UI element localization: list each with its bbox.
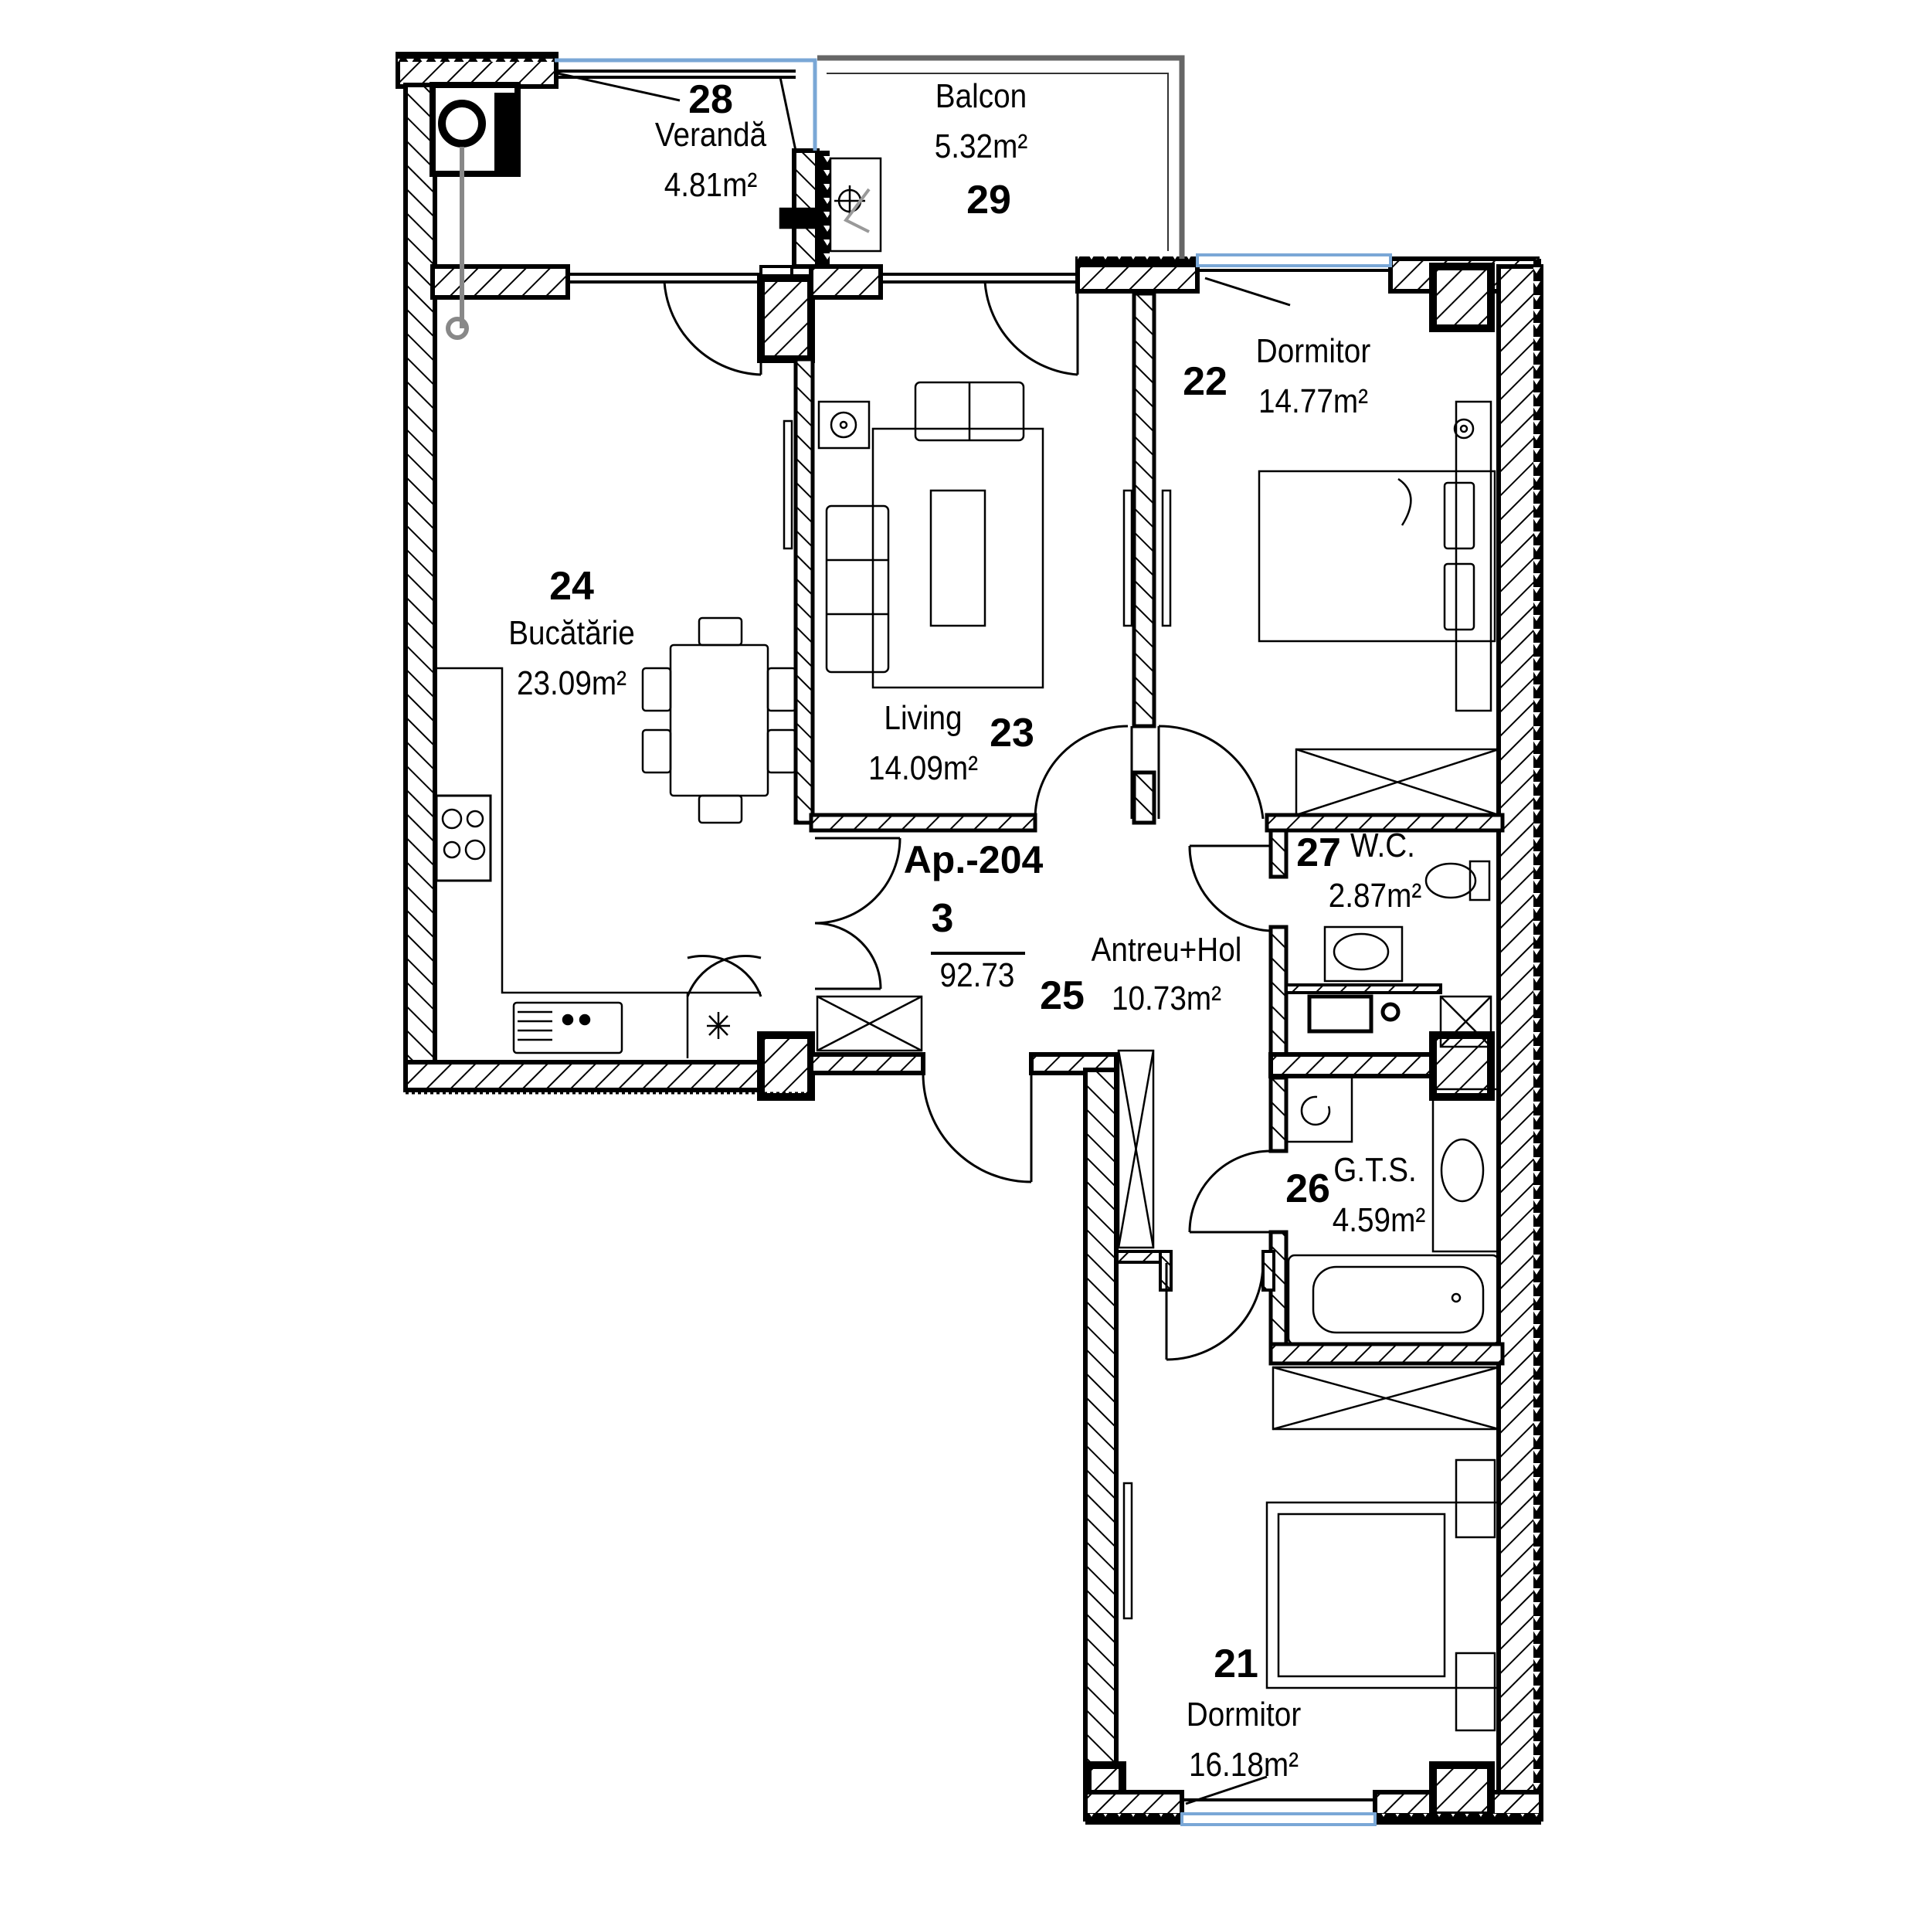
kitchen-counter: [435, 667, 761, 1058]
walls: [396, 52, 1543, 1825]
room-number: 25: [1040, 973, 1085, 1018]
room-number: 22: [1183, 359, 1227, 404]
room-name: Verandă: [654, 116, 767, 154]
room-name: Dormitor: [1186, 1696, 1302, 1733]
fraction-line: [931, 952, 1025, 955]
bed-icon: [1258, 470, 1496, 643]
apartment-id: Ap.-204: [903, 838, 1044, 881]
sliding-door: [1122, 1482, 1133, 1620]
room-number: 21: [1214, 1642, 1258, 1686]
room-number: 28: [688, 77, 733, 122]
room-area: 14.77m²: [1258, 382, 1369, 420]
room-area: 4.81m²: [664, 166, 758, 204]
washbasin-icon: [1431, 1088, 1500, 1253]
flower-icon: [1453, 418, 1475, 440]
room-name: Bucătărie: [508, 614, 635, 652]
toilet-icon: [1424, 860, 1491, 901]
furniture: [435, 100, 1500, 1732]
wardrobe-icon: [1272, 1366, 1500, 1431]
bed-icon: [1265, 1458, 1500, 1732]
washbasin-icon: [1323, 925, 1404, 983]
room-number: 26: [1285, 1166, 1330, 1211]
room-name: Living: [884, 699, 963, 737]
room-name: Antreu+Hol: [1091, 931, 1242, 969]
doors: [663, 281, 1272, 1361]
wardrobe-icon: [1295, 748, 1500, 817]
radiator-icon: [817, 400, 871, 450]
fridge-icon: [686, 993, 730, 1058]
room-area: 2.87m²: [1328, 877, 1422, 915]
chimney-flue-icon: [438, 100, 486, 340]
washer-icon: [1285, 1075, 1353, 1143]
room-area: 4.59m²: [1332, 1201, 1426, 1239]
washing-machine-icon: [1307, 994, 1401, 1034]
nightstand: [1455, 400, 1492, 712]
apartment-rooms-count: 3: [931, 896, 954, 941]
room-number: 27: [1296, 830, 1341, 875]
room-name: Dormitor: [1255, 332, 1371, 370]
room-area: 23.09m²: [516, 664, 627, 702]
hall-closet-icon: [816, 995, 923, 1052]
coffee-table-icon: [929, 489, 986, 627]
wc-closet-icon: [1439, 995, 1492, 1048]
ac-unit-icon: [779, 157, 882, 253]
room-number: 24: [549, 564, 594, 609]
bathtub-icon: [1287, 1254, 1500, 1346]
stove-icon: [441, 808, 486, 861]
windows: [555, 55, 1392, 1826]
room-number: 23: [990, 711, 1034, 755]
room-number: 29: [966, 178, 1011, 222]
room-name: W.C.: [1350, 827, 1415, 864]
room-area: 5.32m²: [934, 127, 1028, 165]
apartment-total-area: 92.73: [939, 956, 1015, 994]
sink-icon: [512, 1001, 623, 1054]
room-area: 14.09m²: [868, 749, 979, 787]
room-name: G.T.S.: [1333, 1151, 1417, 1189]
hall-closet-icon: [1117, 1049, 1155, 1249]
room-area: 16.18m²: [1188, 1746, 1299, 1784]
dining-table-icon: [641, 616, 797, 824]
room-area: 10.73m²: [1111, 980, 1222, 1017]
sofa-icon: [825, 381, 1044, 689]
room-name: Balcon: [935, 77, 1027, 115]
